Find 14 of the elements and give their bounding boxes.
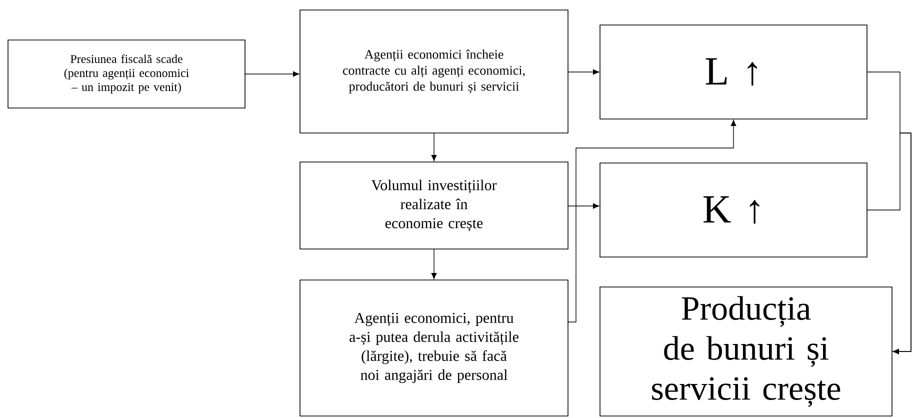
process-box: L ↑ [600,24,868,120]
process-box: Volumul investițiilor realizate în economie crește [300,162,568,250]
arrow [568,69,600,75]
arrow [866,132,912,354]
process-box: K ↑ [600,162,868,258]
process-box: Agenții economici încheie contracte cu alți agenți economici, producători de bunuri și servicii [300,10,568,134]
process-box: Producția de bunuri și servicii crește [600,286,892,416]
arrow [431,132,437,162]
arrow [568,203,600,209]
process-box: Presiunea fiscală scade (pentru agenții economici – un impozit pe venit) [8,40,246,108]
arrow [244,71,300,77]
arrow [568,120,736,322]
process-box: Agenții economici, pentru a-și putea derula activitățile (lărgite), trebuie să facă noi angajări de personal [300,280,568,416]
arrow [431,248,437,280]
